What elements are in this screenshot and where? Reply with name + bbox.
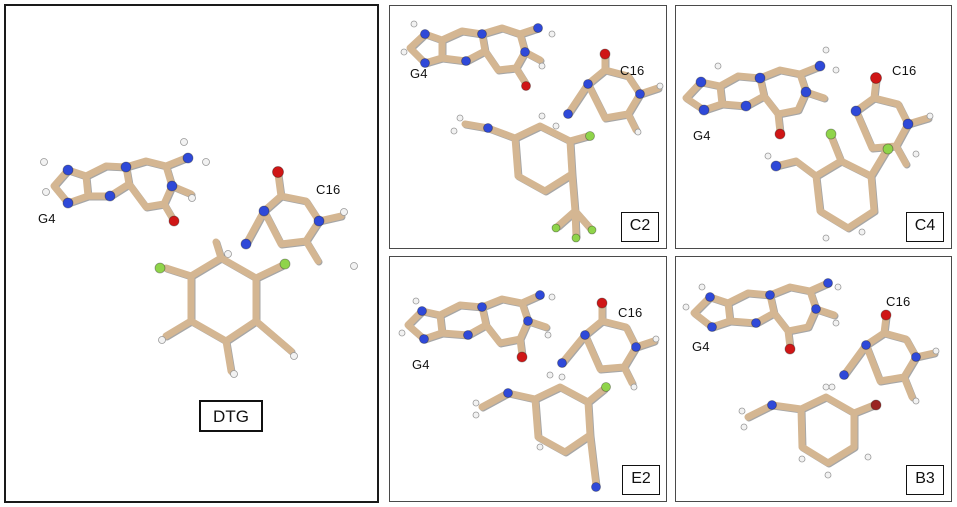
- panel-e2: G4 C16 E2: [389, 256, 667, 502]
- ligand-dtg-structure: [154, 238, 298, 378]
- panel-tag: B3: [906, 465, 944, 495]
- cytosine-label: C16: [892, 63, 917, 78]
- guanine-g4-structure: [40, 138, 210, 227]
- panel-c4: G4 C16 C4: [675, 5, 952, 249]
- molecule-render-c4: [682, 46, 934, 242]
- cytosine-c16-structure: [828, 309, 940, 405]
- ligand-c4-structure: [764, 128, 894, 242]
- molecule-render-dtg: [40, 138, 358, 378]
- ligand-e2-structure: [472, 373, 611, 492]
- panel-dtg: G4 C16 DTG: [4, 4, 379, 503]
- guanine-g4-structure: [398, 290, 556, 363]
- panel-tag: C4: [906, 212, 944, 242]
- guanine-g4-structure: [400, 20, 556, 91]
- cytosine-label: C16: [620, 63, 645, 78]
- panel-b3: G4 C16 B3: [675, 256, 952, 502]
- cytosine-c16-structure: [546, 297, 660, 391]
- cytosine-label: C16: [886, 294, 911, 309]
- cytosine-c16-structure: [850, 72, 934, 168]
- cytosine-label: C16: [316, 182, 341, 197]
- guanine-label: G4: [410, 66, 428, 81]
- guanine-label: G4: [693, 128, 711, 143]
- guanine-g4-structure: [682, 46, 840, 140]
- panel-tag: C2: [621, 212, 659, 242]
- guanine-label: G4: [412, 357, 430, 372]
- cytosine-c16-structure: [224, 166, 358, 270]
- ligand-c2-structure: [450, 112, 597, 243]
- panel-c2: G4 C16 C2: [389, 5, 667, 249]
- cytosine-label: C16: [618, 305, 643, 320]
- guanine-label: G4: [692, 339, 710, 354]
- molecule-render-b3: [682, 278, 940, 479]
- ligand-b3-structure: [738, 383, 882, 479]
- cytosine-c16-structure: [552, 48, 664, 136]
- molecule-render-e2: [398, 290, 660, 492]
- molecule-render-c2: [400, 20, 664, 243]
- panel-tag: E2: [622, 465, 660, 495]
- guanine-label: G4: [38, 211, 56, 226]
- panel-tag: DTG: [199, 400, 263, 432]
- guanine-g4-structure: [682, 278, 842, 355]
